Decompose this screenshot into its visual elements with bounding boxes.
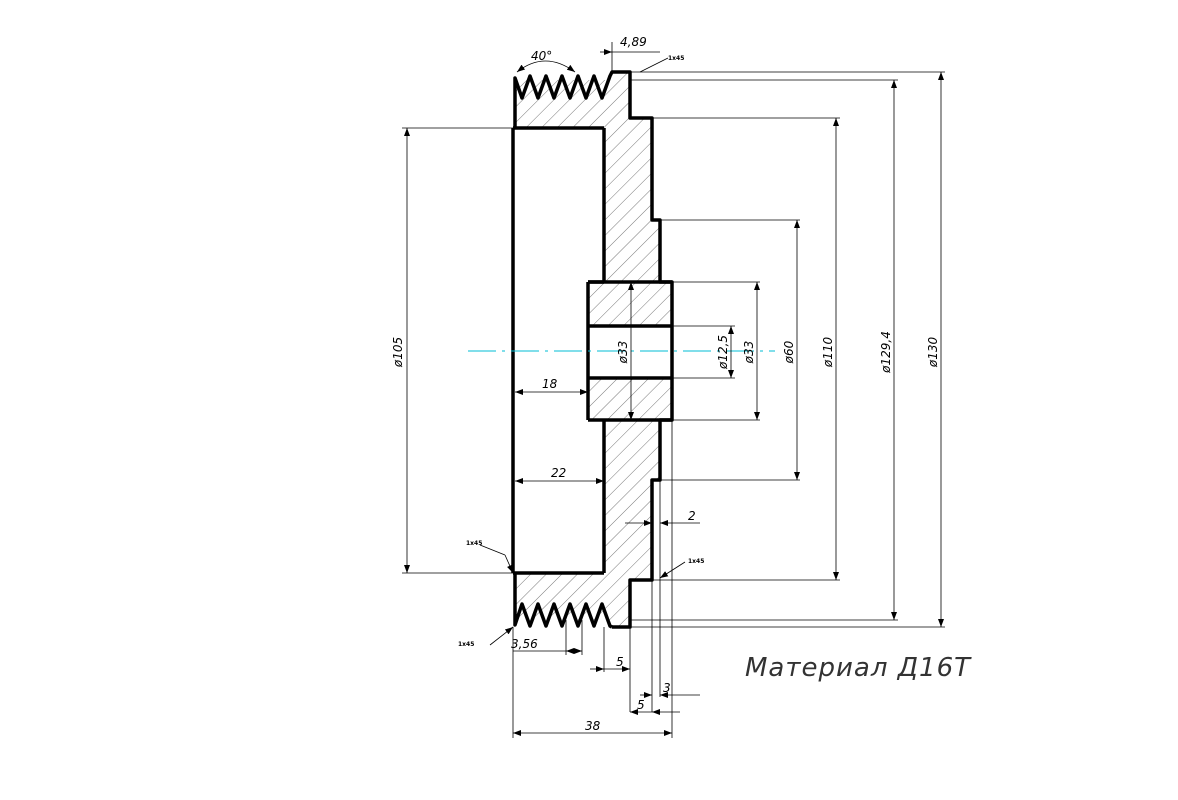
dim-dia-129-4: ø129,4 — [879, 331, 893, 374]
dim-dia-130: ø130 — [926, 337, 940, 369]
extension-lines — [402, 42, 945, 738]
top-v-grooves — [513, 70, 674, 629]
dim-length-5-a: 5 — [616, 655, 624, 669]
chamfer-note-bottom: 1x45 — [458, 641, 474, 648]
dim-dia-105: ø105 — [391, 337, 405, 368]
dim-length-5-b: 5 — [637, 698, 645, 712]
dim-length-2: 2 — [688, 509, 696, 523]
material-label: Материал Д16Т — [745, 653, 972, 683]
dim-4-89: 4,89 — [620, 35, 647, 49]
dim-length-22: 22 — [551, 466, 566, 480]
bottom-v-grooves — [513, 573, 613, 629]
dim-length-18: 18 — [542, 377, 558, 391]
dim-pitch-3-56: 3,56 — [511, 637, 538, 651]
dim-dia-33-inner: ø33 — [616, 341, 630, 365]
dim-dia-60: ø60 — [782, 340, 796, 364]
dimension-lines — [404, 49, 944, 736]
chamfer-note-right: 1x45 — [688, 558, 704, 565]
dim-length-38: 38 — [585, 719, 601, 733]
dim-dia-33-outer: ø33 — [742, 341, 756, 365]
dim-dia-12-5: ø12,5 — [716, 335, 730, 370]
section-hatching — [515, 72, 672, 627]
dim-angle-40: 40° — [531, 49, 552, 63]
chamfer-note-top: 1x45 — [668, 55, 684, 62]
dim-length-3: 3 — [663, 681, 671, 695]
chamfer-note-left: 1x45 — [466, 540, 482, 547]
dim-dia-110: ø110 — [821, 337, 835, 369]
